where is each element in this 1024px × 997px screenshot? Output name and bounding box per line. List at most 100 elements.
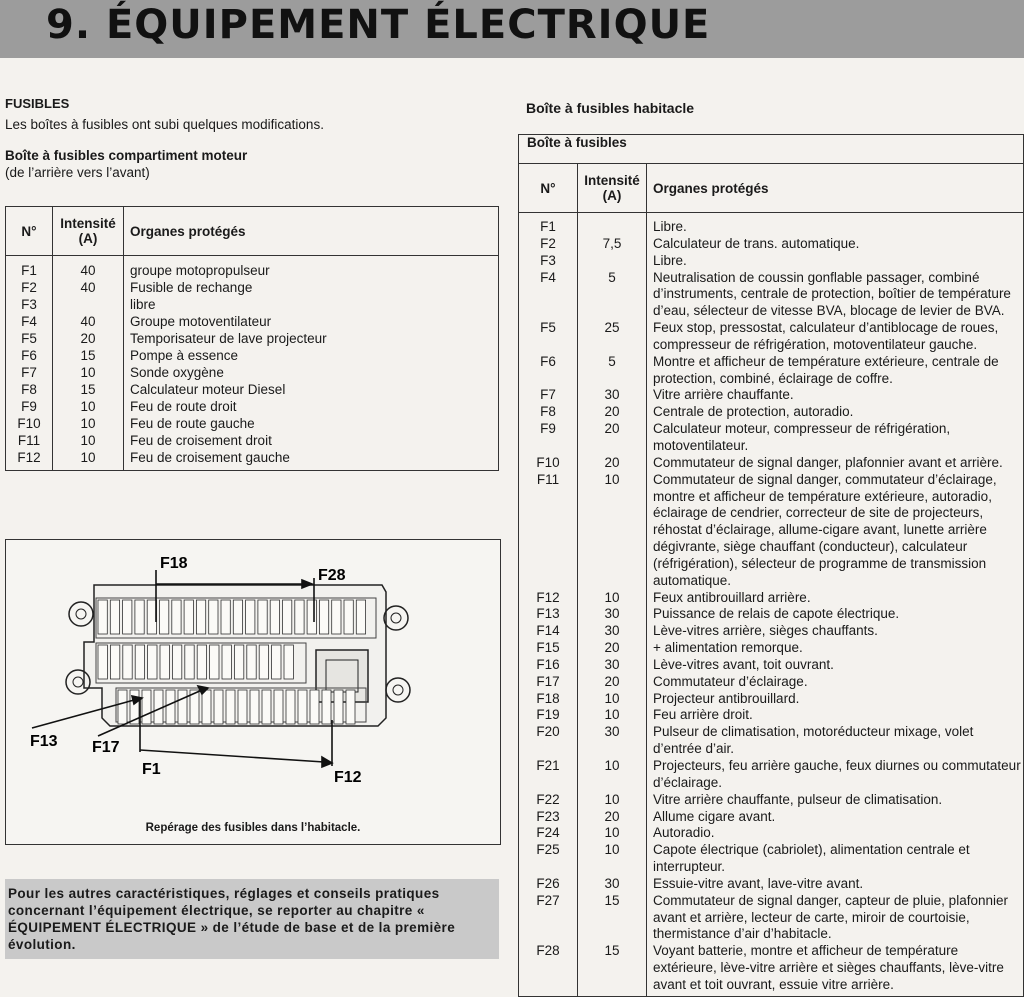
fuse-intensity: 20 [577,808,647,826]
fuse-intensity [52,296,124,313]
fuse-intensity: 10 [52,398,124,415]
fuse-number: F7 [518,387,578,405]
diagram-caption: Repérage des fusibles dans l’habitacle. [145,822,361,834]
fuse-intensity: 10 [577,791,647,809]
header-organs: Organes protégés [123,206,499,256]
fuse-organs: Neutralisation de coussin gonflable pass… [653,269,1011,319]
fuse-box-drawing: F18 F28 F13 F17 F1 F12 [30,555,411,786]
fuse-number: F21 [518,758,578,792]
label-f28: F28 [318,567,346,584]
fuse-organs: Fusible de rechange [130,280,253,295]
fuse-slot [213,689,224,725]
fuse-number: F6 [518,353,578,388]
fuse-organs: Essuie-vitre avant, lave-vitre avant. [653,875,864,891]
fuse-slot [294,599,305,635]
fuse-intensity: 20 [577,673,647,691]
fuse-slot [273,689,284,725]
header-organs: Organes protégés [646,163,1024,213]
fuse-organs: Lève-vitres arrière, sièges chauffants. [653,623,878,639]
fuse-organs: Commutateur d’éclairage. [653,673,808,689]
fuse-slots [97,599,366,725]
header-intensity: Intensité(A) [52,206,124,256]
fuse-intensity: 7,5 [577,235,647,253]
fuse-slot [110,644,121,680]
fuse-slot [343,599,354,635]
table-header-row: N° Intensité(A) Organes protégés [518,163,1024,213]
fuse-intensity: 10 [52,364,124,381]
fuse-organs: Montre et afficheur de température extér… [653,353,999,386]
label-f18: F18 [160,555,188,572]
fuse-slot [271,644,282,680]
fuse-number: F11 [518,471,578,590]
fuse-number: F3 [5,296,53,313]
fuse-number: F23 [518,808,578,826]
fuse-slot [147,644,158,680]
fuse-number: F15 [518,640,578,657]
fuse-number: F1 [5,255,53,279]
fuse-intensity: 30 [577,724,647,758]
fuse-slot [141,689,152,725]
fuse-slot [165,689,176,725]
fuse-slot [171,599,182,635]
fuse-intensity: 10 [52,449,124,471]
fuse-slot [285,689,296,725]
fuse-slot [258,644,269,680]
fuse-slot [318,599,330,635]
header-num: N° [518,163,578,213]
fuse-slot [309,689,320,725]
fuse-intensity: 10 [577,471,647,590]
fuse-number: F8 [5,381,53,398]
fuse-slot [189,689,200,725]
fuse-slot [134,599,145,635]
fuse-slot [209,644,220,680]
fuse-slot [171,644,183,680]
fuse-number: F14 [518,623,578,641]
fuse-slot [122,599,133,635]
fuse-slot [306,599,317,635]
fuse-intensity [577,252,647,270]
fuse-slot [333,689,344,725]
fuse-slot [183,599,194,635]
fuse-slot [246,644,257,680]
fuse-slot [146,599,157,635]
fuse-intensity: 10 [577,842,647,876]
fusibles-section: FUSIBLES Les boîtes à fusibles ont subi … [5,96,501,180]
fuse-slot [237,689,248,725]
fuse-organs: Centrale de protection, autoradio. [653,404,854,420]
fuse-intensity: 10 [577,825,647,843]
fuse-intensity: 40 [52,279,124,296]
fuse-slot [97,599,108,635]
label-f13: F13 [30,733,58,750]
fuse-slot [269,599,280,635]
fuse-organs: Libre. [653,219,687,234]
table-box-header-row: Boîte à fusibles [518,134,1024,164]
fuse-organs: Feu arrière droit. [653,707,753,723]
fuse-organs: Pompe à essence [130,348,239,363]
fuse-number: F17 [518,673,578,691]
fuse-slot [261,689,272,725]
header-num: N° [5,206,53,256]
fuse-organs: Feux stop, pressostat, calculateur d’ant… [653,320,999,352]
fuse-intensity: 20 [52,330,124,347]
fuse-organs: Groupe motoventilateur [130,314,272,329]
table-header-row: N° Intensité(A) Organes protégés [5,206,499,256]
